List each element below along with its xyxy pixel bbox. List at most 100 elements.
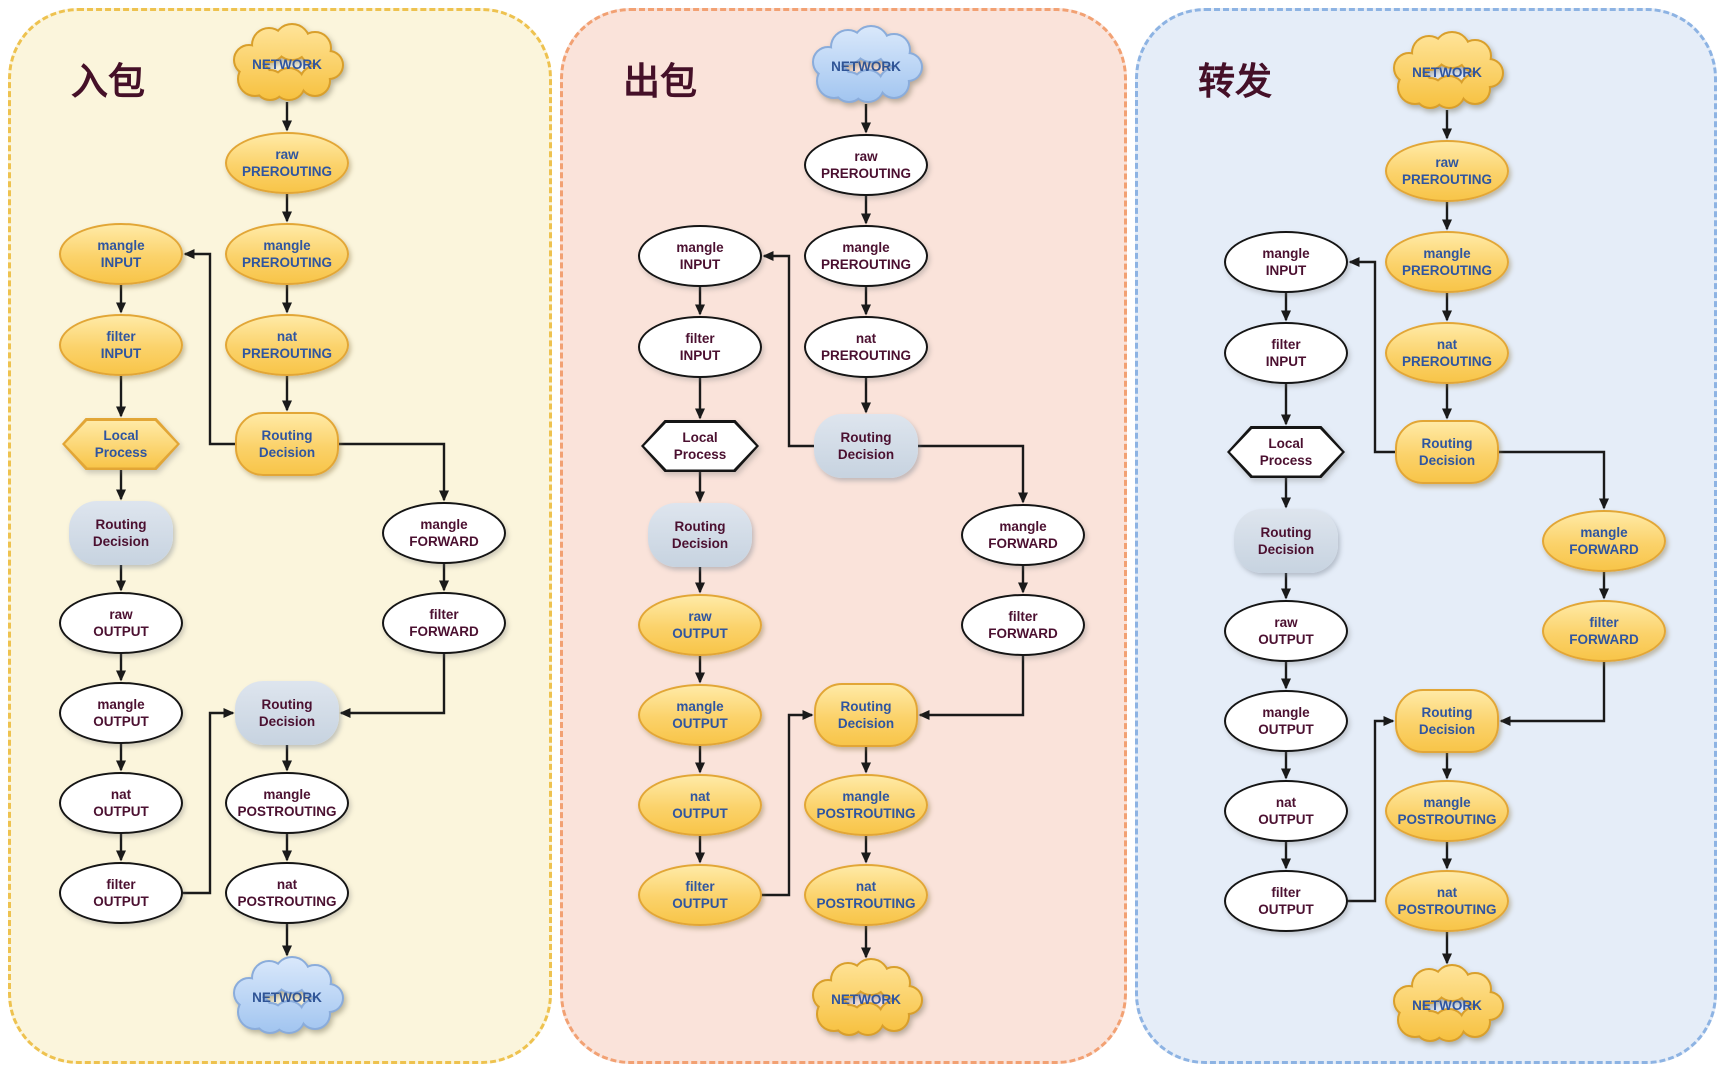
node-forward-network-out: NETWORK bbox=[1385, 963, 1509, 1047]
node-label-line: mangle bbox=[999, 519, 1047, 534]
node-label-line: FORWARD bbox=[1569, 542, 1639, 557]
node-label-line: Process bbox=[1259, 453, 1313, 468]
node-label-line: Routing bbox=[1421, 705, 1473, 720]
node-label-line: nat bbox=[689, 789, 711, 804]
node-label-line: Decision bbox=[1257, 542, 1315, 557]
network-cloud-label: NETWORK bbox=[1412, 64, 1482, 80]
node-label-line: OUTPUT bbox=[672, 716, 728, 731]
node-label-line: OUTPUT bbox=[1258, 812, 1314, 827]
node-label-line: nat bbox=[276, 877, 298, 892]
network-cloud-label: NETWORK bbox=[1412, 997, 1482, 1013]
node-outgoing-network-in: NETWORK bbox=[804, 24, 928, 108]
network-cloud-shape bbox=[1393, 31, 1504, 109]
node-label-line: PREROUTING bbox=[241, 255, 332, 270]
node-label-line: PREROUTING bbox=[241, 346, 332, 361]
node-label-line: filter bbox=[106, 877, 136, 892]
node-label-line: OUTPUT bbox=[93, 894, 149, 909]
node-label-line: PREROUTING bbox=[820, 257, 911, 272]
edge-incoming-filter-forward-to-routing-decision-2 bbox=[339, 652, 446, 718]
node-label-line: mangle bbox=[1262, 705, 1310, 720]
node-label-line: PREROUTING bbox=[820, 166, 911, 181]
node-label-line: FORWARD bbox=[988, 626, 1058, 641]
node-label-line: filter bbox=[685, 331, 715, 346]
node-label-line: OUTPUT bbox=[1258, 902, 1314, 917]
node-label-line: FORWARD bbox=[988, 536, 1058, 551]
node-label-line: POSTROUTING bbox=[237, 804, 337, 819]
node-incoming-network-out: NETWORK bbox=[225, 955, 349, 1039]
node-label-line: POSTROUTING bbox=[1397, 812, 1497, 827]
node-label-line: mangle bbox=[1580, 525, 1628, 540]
node-label-line: mangle bbox=[842, 789, 890, 804]
node-label-line: raw bbox=[1435, 155, 1459, 170]
node-label-line: Decision bbox=[837, 447, 895, 462]
node-label-line: nat bbox=[1275, 795, 1297, 810]
node-label-line: nat bbox=[110, 787, 132, 802]
node-label-line: PREROUTING bbox=[1401, 172, 1492, 187]
node-label-line: raw bbox=[688, 609, 712, 624]
node-label-line: FORWARD bbox=[409, 534, 479, 549]
network-cloud-label: NETWORK bbox=[252, 56, 322, 72]
network-cloud-label: NETWORK bbox=[831, 991, 901, 1007]
network-cloud-label: NETWORK bbox=[831, 58, 901, 74]
edge-outgoing-routing-decision-1-to-mangle-input bbox=[762, 251, 816, 448]
edge-incoming-routing-decision-1-to-mangle-forward bbox=[337, 442, 449, 502]
node-label-line: Decision bbox=[671, 536, 729, 551]
node-label-line: mangle bbox=[1262, 246, 1310, 261]
node-label-line: PREROUTING bbox=[241, 164, 332, 179]
node-label-line: nat bbox=[276, 329, 298, 344]
node-label-line: filter bbox=[685, 879, 715, 894]
node-label-line: mangle bbox=[97, 697, 145, 712]
node-label-line: INPUT bbox=[100, 346, 142, 361]
network-cloud-shape bbox=[812, 958, 923, 1036]
node-label-line: Decision bbox=[837, 716, 895, 731]
node-label-line: raw bbox=[1274, 615, 1298, 630]
node-label-line: OUTPUT bbox=[93, 804, 149, 819]
node-label-line: mangle bbox=[263, 238, 311, 253]
node-label-line: INPUT bbox=[1265, 263, 1307, 278]
edge-forward-filter-output-to-routing-decision-2 bbox=[1346, 716, 1395, 903]
node-label-line: OUTPUT bbox=[93, 624, 149, 639]
edge-incoming-filter-output-to-routing-decision-2 bbox=[181, 708, 235, 895]
network-cloud-shape bbox=[812, 25, 923, 103]
network-cloud-shape bbox=[233, 956, 344, 1034]
node-label-line: mangle bbox=[1423, 246, 1471, 261]
node-label-line: Decision bbox=[258, 714, 316, 729]
node-label-line: Routing bbox=[1260, 525, 1312, 540]
panel-title-forward: 转发 bbox=[1198, 61, 1272, 102]
node-label-line: raw bbox=[109, 607, 133, 622]
node-label-line: INPUT bbox=[679, 348, 721, 363]
node-incoming-network-in: NETWORK bbox=[225, 22, 349, 106]
node-label-line: mangle bbox=[97, 238, 145, 253]
node-label-line: mangle bbox=[1423, 795, 1471, 810]
node-label-line: raw bbox=[275, 147, 299, 162]
node-label-line: Process bbox=[673, 447, 727, 462]
